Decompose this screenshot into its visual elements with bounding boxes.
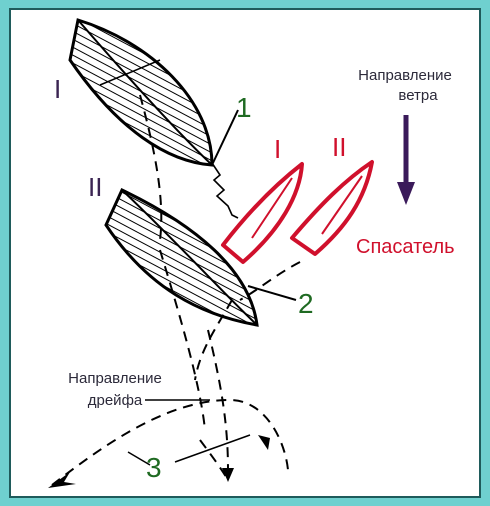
vessel-upper bbox=[68, 18, 214, 167]
label-rescuer-position-2: II bbox=[332, 132, 347, 162]
vessel-lower bbox=[104, 187, 259, 327]
label-drift-line1: Направление bbox=[68, 370, 162, 387]
leader-3a bbox=[127, 451, 151, 466]
label-number-1: 1 bbox=[236, 92, 252, 123]
label-number-3: 3 bbox=[146, 452, 162, 483]
track-arrow-right bbox=[258, 435, 270, 450]
label-drift-line2: дрейфа bbox=[87, 392, 143, 409]
label-wind-line2: ветра bbox=[398, 87, 438, 104]
label-vessel-upper: I bbox=[54, 74, 62, 104]
leader-1 bbox=[211, 109, 239, 166]
diagram-panel bbox=[9, 8, 481, 498]
track-arrow-left bbox=[48, 472, 76, 488]
label-vessel-lower: II bbox=[88, 172, 103, 202]
label-drift-direction: Направление дрейфа bbox=[50, 368, 180, 412]
track-arrow-down bbox=[222, 468, 234, 482]
label-wind-line1: Направление bbox=[358, 67, 452, 84]
dashed-tracks bbox=[51, 94, 301, 486]
label-wind-direction: Направление ветра bbox=[340, 66, 470, 106]
leader-3b bbox=[174, 434, 251, 463]
label-number-2: 2 bbox=[298, 288, 314, 319]
rescue-line-1 bbox=[211, 162, 239, 219]
rescuer-boat-1 bbox=[221, 162, 304, 264]
label-rescuer: Спасатель bbox=[356, 236, 455, 258]
leader-2 bbox=[247, 285, 297, 301]
label-rescuer-position-1: I bbox=[274, 134, 282, 164]
wind-arrow-head bbox=[397, 182, 415, 205]
rescuer-boat-2 bbox=[290, 160, 374, 256]
